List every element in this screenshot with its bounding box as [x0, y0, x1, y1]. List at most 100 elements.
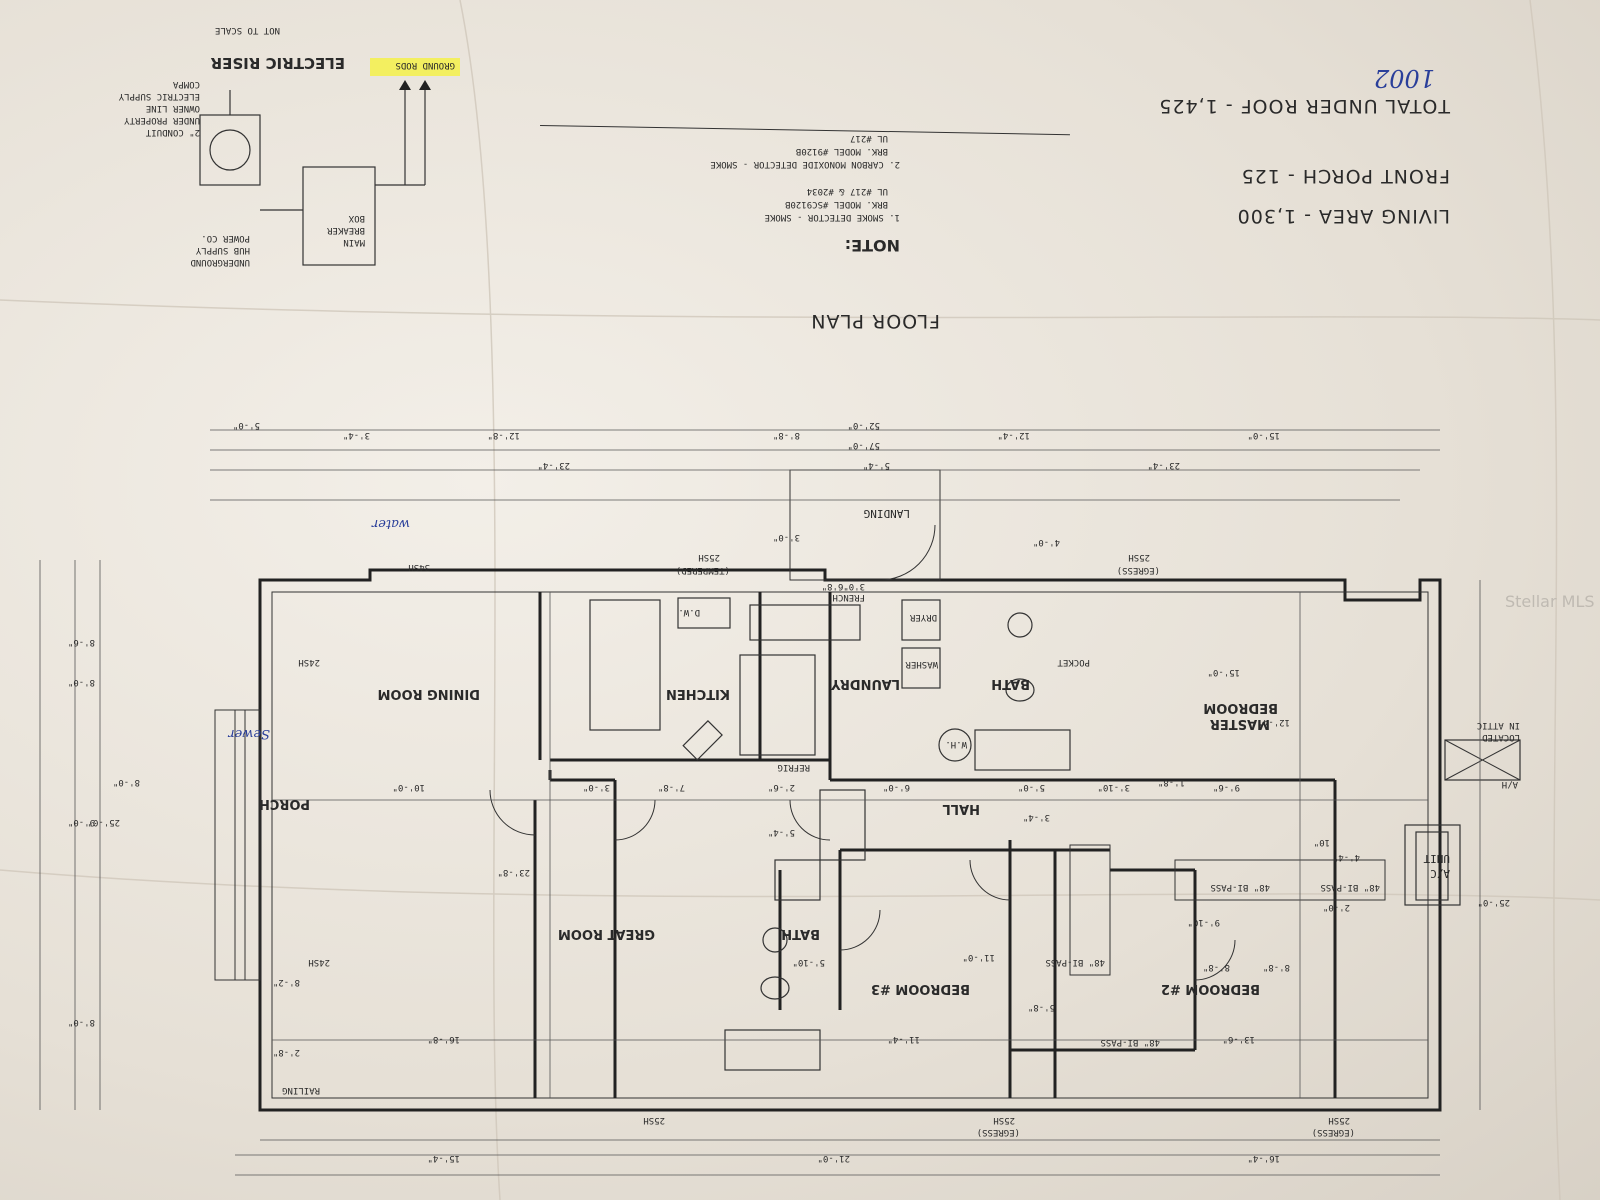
note-line-1b: BRK. MODEL #SC9120B — [785, 199, 888, 209]
dim-8-8: 8'-8" — [773, 430, 800, 440]
room-kitchen: KITCHEN — [666, 686, 730, 701]
dim-52: 52'-0" — [847, 420, 880, 430]
fixture-attic-2: IN ATTIC — [1477, 720, 1520, 730]
dim-4-4: 4'-4" — [1333, 852, 1360, 862]
fixture-refrig: REFRIG — [777, 762, 810, 772]
note-heading: NOTE: — [845, 236, 900, 255]
dim-23-8: 23'-8" — [497, 867, 530, 877]
dim-13-6: 13'-6" — [1222, 1034, 1255, 1044]
watermark-text: Stellar MLS — [1505, 592, 1595, 611]
area-living: LIVING AREA - 1,300 — [1237, 205, 1450, 227]
dim-25-right: 25'-0" — [1477, 897, 1510, 907]
dim-12-4-v: 12'-4" — [1257, 717, 1290, 727]
dim-9-6: 9'-6" — [1213, 782, 1240, 792]
window-egress-note-1: (EGRESS) — [1117, 565, 1160, 575]
dim-8-0-c: 8'-0" — [113, 777, 140, 787]
dim-3-0: 3'-0" — [773, 532, 800, 542]
plan-labels: FLOOR PLAN LIVING AREA - 1,300 FRONT POR… — [68, 25, 1520, 1163]
riser-breaker-1: MAIN — [343, 237, 365, 247]
dim-5-8: 5'-8" — [1028, 1002, 1055, 1012]
dim-12-8: 12'-8" — [487, 430, 520, 440]
fixture-ac-1: A/C — [1430, 867, 1450, 880]
fixture-washer: WASHER — [905, 659, 938, 669]
room-master-2: BEDROOM — [1203, 700, 1278, 715]
riser-underground-1: UNDERGROUND — [190, 257, 250, 267]
area-total: TOTAL UNDER ROOF - 1,425 — [1158, 95, 1451, 117]
dim-23-4-a: 23'-4" — [537, 460, 570, 470]
dim-15-0: 15'-0" — [1207, 667, 1240, 677]
dim-15-4: 15'-4" — [427, 1153, 460, 1163]
dim-5-4-v: 5'-4" — [768, 827, 795, 837]
window-egress-note-2: (EGRESS) — [977, 1127, 1020, 1137]
dim-11-0: 11'-0" — [962, 952, 995, 962]
room-dining: DINING ROOM — [378, 686, 480, 701]
dim-overall: 57'-0" — [847, 440, 880, 450]
fixture-french-2: 3'0"6'8" — [822, 581, 865, 591]
dim-2-6: 2'-6" — [768, 782, 795, 792]
note-line-2b: BRK. MODEL #9120B — [796, 146, 888, 156]
fixture-bipass-3: 48" BI-PASS — [1045, 957, 1105, 967]
building-walls — [39, 429, 1521, 1176]
dim-3-4: 3'-4" — [343, 430, 370, 440]
riser-breaker-3: BOX — [348, 213, 365, 223]
ground-rods-highlight — [370, 58, 460, 76]
dim-8-0-b: 8'-0" — [68, 1017, 95, 1027]
fixture-water-heater: W.H. — [945, 739, 967, 749]
fixture-french-1: FRENCH — [832, 592, 865, 602]
window-25sh-tempered: 25SH — [698, 552, 720, 562]
window-25sh-egress-3: 25SH — [1328, 1115, 1350, 1125]
fixture-pocket-door: POCKET — [1057, 657, 1090, 667]
fixture-bipass-4: 48" BI-PASS — [1100, 1037, 1160, 1047]
dim-9-10: 9'-10" — [1187, 917, 1220, 927]
room-great: GREAT ROOM — [558, 926, 655, 941]
dim-5-4: 5'-4" — [863, 460, 890, 470]
dim-7-8: 7'-8" — [658, 782, 685, 792]
riser-ground-rods: GROUND RODS — [395, 60, 455, 70]
window-34sh: 34SH — [408, 562, 430, 572]
fixture-attic-1: LOCATED — [1482, 732, 1520, 742]
dim-1-8: 1'-8" — [1158, 777, 1185, 787]
plan-title: FLOOR PLAN — [810, 310, 940, 332]
riser-underground-3: POWER CO. — [201, 233, 250, 243]
electric-riser-diagram — [199, 58, 1070, 266]
fixture-railing: RAILING — [282, 1085, 320, 1095]
dim-3-10: 3'-10" — [1097, 782, 1130, 792]
riser-title: ELECTRIC RISER — [210, 54, 345, 72]
window-25sh-great: 25SH — [643, 1115, 665, 1125]
dim-12-4: 12'-4" — [997, 430, 1030, 440]
window-tempered-note: (TEMPERED) — [676, 565, 730, 575]
dim-8-0-a: 8'-0" — [68, 677, 95, 687]
dim-9-0: 9'-0" — [68, 817, 95, 827]
dim-16-4: 16'-4" — [1247, 1153, 1280, 1163]
dim-23-4-b: 23'-4" — [1147, 460, 1180, 470]
note-line-2a: 2. CARBON MONOXIDE DETECTOR - SMOKE — [710, 159, 900, 169]
handwritten-number: 1002 — [1374, 64, 1435, 92]
dim-5-0: 5'-0" — [1018, 782, 1045, 792]
fixture-dryer: DRYER — [909, 612, 937, 622]
fixture-ac-2: UNIT — [1423, 852, 1450, 865]
room-bedroom-3: BEDROOM #3 — [871, 981, 970, 996]
dim-10: 10" — [1314, 837, 1330, 847]
riser-subtitle: NOT TO SCALE — [215, 25, 280, 35]
handwritten-water: water — [371, 516, 410, 531]
riser-breaker-2: BREAKER — [326, 225, 365, 235]
window-24sh-1: 24SH — [298, 657, 320, 667]
fixture-air-handler: A/H — [1502, 779, 1518, 789]
room-hall: HALL — [942, 801, 980, 816]
dim-8-8-c: 8'-8" — [1203, 962, 1230, 972]
room-landing: LANDING — [864, 507, 910, 520]
window-25sh-egress-2: 25SH — [993, 1115, 1015, 1125]
window-egress-note-3: (EGRESS) — [1312, 1127, 1355, 1137]
dim-4-0: 4'-0" — [1033, 537, 1060, 547]
dim-8-8-v: 8'-8" — [1263, 962, 1290, 972]
riser-conduit-5: COMPA — [172, 79, 200, 89]
dim-3-0-b: 3'-0" — [583, 782, 610, 792]
dim-6-0: 6'-0" — [883, 782, 910, 792]
dim-15: 15'-0" — [1247, 430, 1280, 440]
room-bath-2: BATH — [781, 926, 820, 941]
dim-21-0: 21'-0" — [817, 1153, 850, 1163]
note-line-1a: 1. SMOKE DETECTOR - SMOKE — [765, 212, 900, 222]
